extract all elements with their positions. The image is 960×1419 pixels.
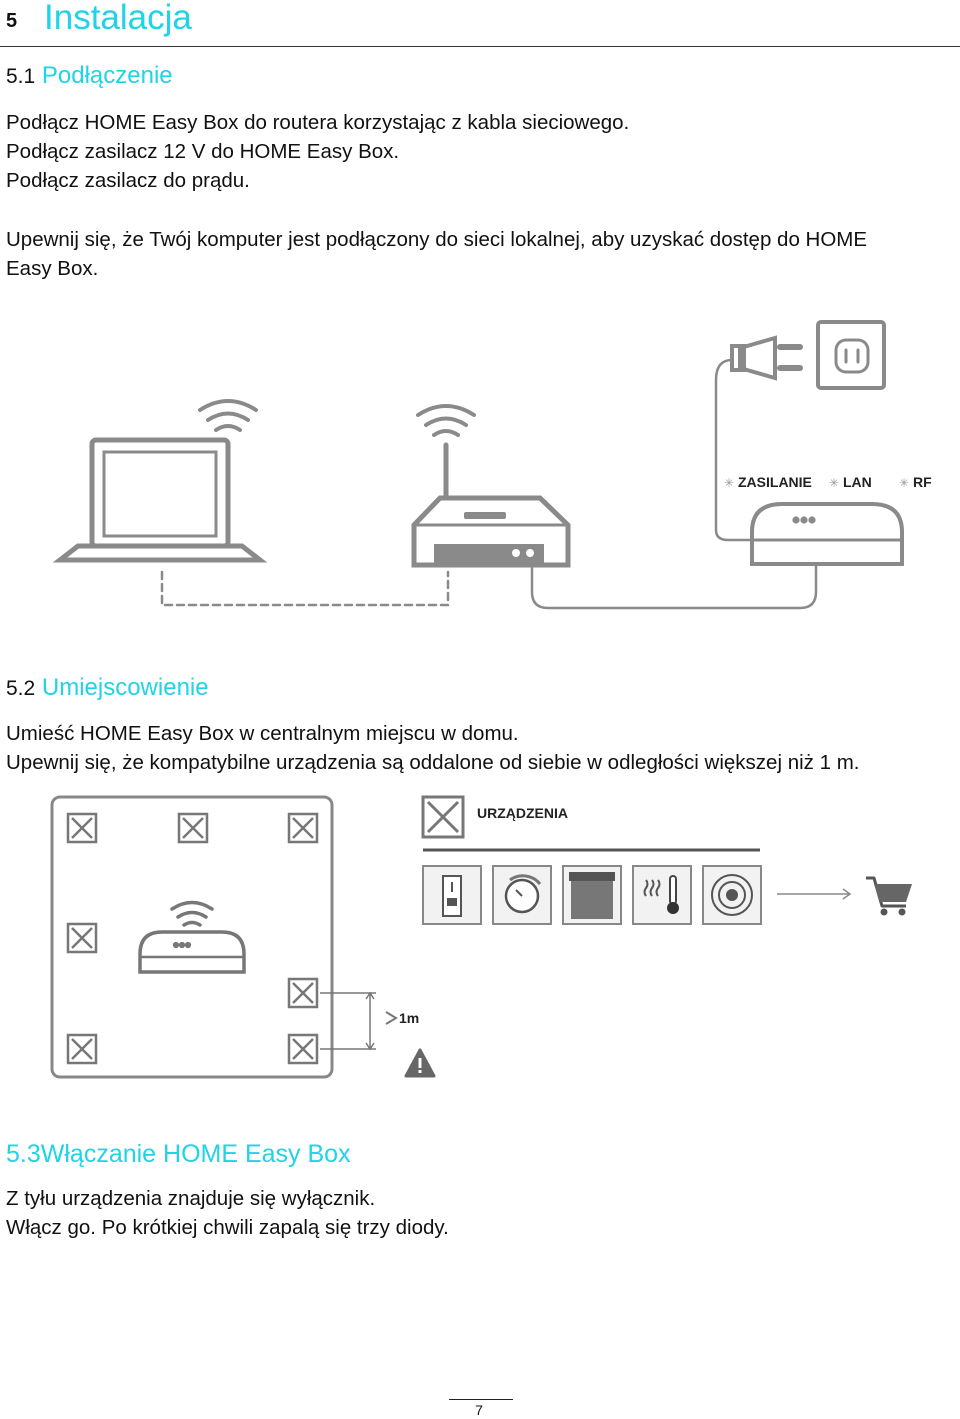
chapter-number: 5 [6, 10, 18, 32]
power-plug-icon [714, 335, 803, 542]
power-cable [530, 563, 818, 610]
chapter-divider [0, 46, 960, 47]
connection-note: Upewnij się, że Twój komputer jest podłą… [6, 225, 956, 283]
device-marker-icon [421, 795, 465, 839]
section-title: Włączanie HOME Easy Box [40, 1140, 351, 1168]
led-label-lan: LAN [843, 474, 872, 490]
network-cable [160, 570, 450, 607]
placement-diagram: 1m URZĄDZENIA [50, 795, 912, 1079]
instruction-line: Umieść HOME Easy Box w centralnym miejsc… [6, 722, 519, 745]
section-number: 5.3 [6, 1140, 41, 1168]
wall-socket-icon [816, 320, 886, 390]
wall-switch-icon [422, 865, 482, 925]
blinds-icon [562, 865, 622, 925]
section-title: Podłączenie [41, 62, 173, 89]
note-line: Upewnij się, że Twój komputer jest podłą… [6, 228, 868, 251]
instruction-line: Z tyłu urządzenia znajduje się wyłącznik… [6, 1187, 376, 1210]
connection-steps: Podłącz HOME Easy Box do routera korzyst… [6, 108, 956, 195]
led-icon: ✳ [724, 476, 734, 490]
wifi-icon [198, 399, 258, 432]
step-line: Podłącz HOME Easy Box do routera korzyst… [6, 111, 630, 134]
devices-label: URZĄDZENIA [477, 805, 568, 821]
easy-box-device [750, 502, 904, 566]
led-label-group: ✳ ✳ ✳ [724, 476, 909, 490]
step-line: Podłącz zasilacz 12 V do HOME Easy Box. [6, 140, 400, 163]
section-title: Umiejscowienie [41, 674, 209, 701]
connection-diagram: ✳ ✳ ✳ ZASILANIE LAN RF [52, 320, 932, 610]
easy-box-device [138, 930, 246, 974]
laptop-icon [52, 437, 268, 563]
section-number: 5.1 [6, 65, 36, 88]
device-marker-icon [66, 1033, 98, 1065]
siren-icon [702, 865, 762, 925]
power-on-instructions: Z tyłu urządzenia znajduje się wyłącznik… [6, 1184, 956, 1242]
led-label-rf: RF [913, 474, 932, 490]
led-icon: ✳ [899, 476, 909, 490]
dimmer-icon [492, 865, 552, 925]
section-heading-placement: 5.2 Umiejscowienie [6, 674, 209, 702]
note-line: Easy Box. [6, 257, 99, 280]
led-label-power: ZASILANIE [738, 474, 812, 490]
step-line: Podłącz zasilacz do prądu. [6, 169, 250, 192]
chapter-title: Instalacja [44, 0, 192, 37]
device-marker-icon [66, 812, 98, 844]
device-marker-icon [177, 812, 209, 844]
device-marker-icon [66, 922, 98, 954]
distance-label: 1m [399, 1010, 419, 1026]
warning-icon [404, 1048, 436, 1078]
distance-indicator [320, 991, 398, 1051]
device-marker-icon [287, 812, 319, 844]
instruction-line: Upewnij się, że kompatybilne urządzenia … [6, 751, 860, 774]
shopping-cart-icon [866, 876, 912, 916]
arrow-right-icon [777, 888, 852, 900]
device-marker-icon [287, 1033, 319, 1065]
led-icon: ✳ [829, 476, 839, 490]
router-icon [411, 442, 571, 568]
wifi-icon [416, 404, 476, 437]
placement-instructions: Umieść HOME Easy Box w centralnym miejsc… [6, 719, 956, 777]
page-number: 7 [475, 1402, 483, 1418]
thermostat-icon [632, 865, 692, 925]
footer-divider [449, 1399, 513, 1400]
section-number: 5.2 [6, 677, 36, 700]
section-heading-power-on: 5.3Włączanie HOME Easy Box [6, 1140, 351, 1169]
instruction-line: Włącz go. Po krótkiej chwili zapalą się … [6, 1216, 449, 1239]
device-marker-icon [287, 977, 319, 1009]
section-heading-connection: 5.1 Podłączenie [6, 62, 173, 90]
room-outline [50, 795, 334, 1079]
wifi-icon [170, 900, 214, 927]
